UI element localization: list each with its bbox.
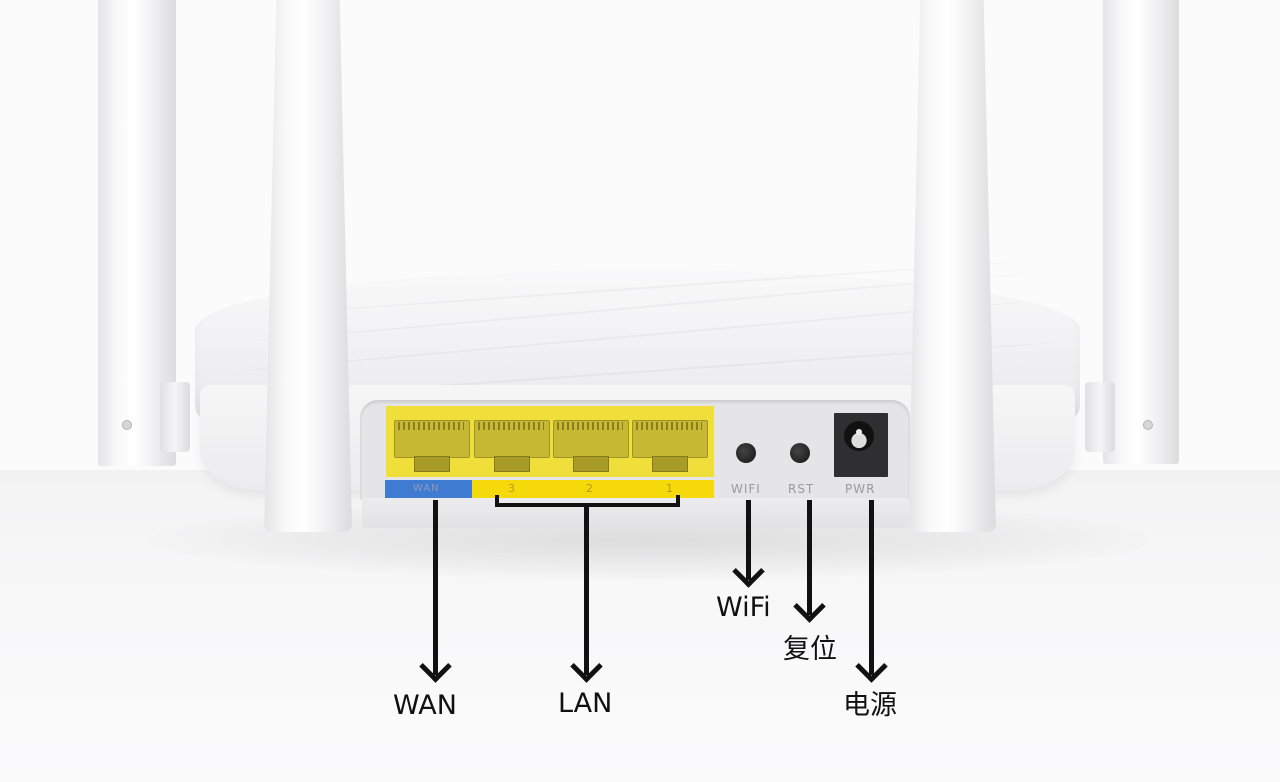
reset-button-label: RST: [788, 482, 815, 496]
lan-port-2[interactable]: [553, 416, 629, 472]
callout-power: 电源: [843, 690, 897, 721]
power-arrow-shaft: [869, 500, 874, 675]
wifi-button[interactable]: [736, 443, 756, 463]
reset-button[interactable]: [790, 443, 810, 463]
callout-wan: WAN: [393, 690, 457, 721]
lan-label-strip: [472, 480, 714, 498]
antenna-screw-left: [122, 420, 132, 430]
callout-lan: LAN: [558, 688, 613, 719]
power-jack[interactable]: [834, 413, 888, 477]
antenna-hinge-left: [160, 382, 190, 452]
power-jack-label: PWR: [845, 482, 876, 496]
wan-strip-text: WAN: [413, 483, 440, 494]
callout-wifi: WiFi: [716, 592, 771, 623]
lan-port-3[interactable]: [474, 416, 550, 472]
lan-number-3: 3: [508, 482, 515, 495]
antenna-outer-right: [1103, 0, 1179, 464]
lan-number-1: 1: [666, 482, 673, 495]
antenna-hinge-right: [1085, 382, 1115, 452]
lan-number-2: 2: [586, 482, 593, 495]
lan-port-1[interactable]: [632, 416, 708, 472]
wan-label-strip: [385, 480, 472, 498]
antenna-screw-right: [1143, 420, 1153, 430]
wan-port[interactable]: [394, 416, 470, 472]
wifi-button-label: WIFI: [731, 482, 761, 496]
wan-arrow-shaft: [433, 500, 438, 675]
antenna-inner-right: [908, 0, 996, 532]
lan-bracket-right: [676, 495, 680, 507]
reset-arrow-shaft: [807, 500, 812, 615]
callout-reset: 复位: [783, 634, 837, 665]
antenna-inner-left: [264, 0, 352, 532]
lan-bracket-left: [495, 495, 499, 507]
lan-arrow-shaft: [584, 505, 589, 675]
wifi-arrow-shaft: [746, 500, 751, 580]
